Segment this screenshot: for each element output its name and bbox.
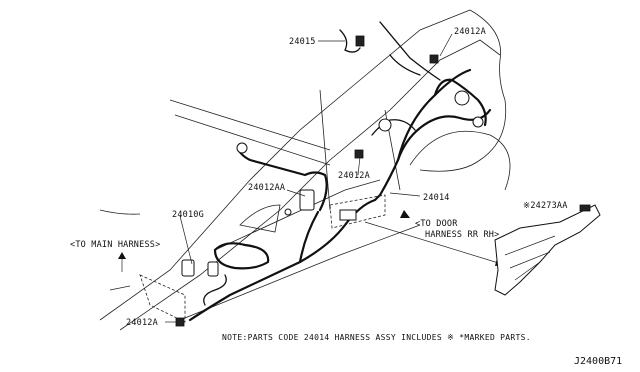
diagram-reference: J2400B71: [574, 356, 622, 367]
annotation-to-main-harness: <TO MAIN HARNESS>: [70, 240, 160, 250]
leader-lines: [165, 33, 453, 323]
clip-24012A-mid: [354, 149, 364, 159]
connector-rear: [454, 90, 470, 106]
clip-24012A-top: [429, 54, 439, 64]
note-text: NOTE:PARTS CODE 24014 HARNESS ASSY INCLU…: [222, 333, 531, 342]
grommet: [236, 142, 248, 154]
bolt: [284, 208, 292, 216]
annotation-to-door-2: HARNESS RR RH>: [425, 230, 499, 240]
label-24014: 24014: [423, 193, 450, 203]
connector-24010G: [181, 259, 195, 277]
label-24012A-top: 24012A: [454, 27, 486, 37]
connector-door: [339, 209, 357, 221]
connector-main: [207, 261, 219, 277]
label-24012AA: 24012AA: [248, 183, 285, 193]
harness-24014: [188, 21, 492, 322]
connector-rear-2: [472, 116, 484, 128]
connector-24012AA: [299, 189, 315, 211]
annotation-to-door-1: <TO DOOR: [415, 219, 458, 229]
up-arrow-icon: [118, 252, 126, 272]
dashed-connection: [139, 194, 386, 323]
label-24012A-bottom: 24012A: [126, 318, 158, 328]
connectors: [175, 35, 484, 327]
label-24015: 24015: [289, 37, 316, 47]
label-24273AA: ※24273AA: [523, 201, 568, 211]
vehicle-body-outline: [99, 9, 511, 331]
part-24273AA: [494, 204, 601, 296]
connector-upper: [378, 118, 392, 132]
label-24012A-mid: 24012A: [338, 171, 370, 181]
label-24010G: 24010G: [172, 210, 204, 220]
connector-24015: [355, 35, 365, 47]
